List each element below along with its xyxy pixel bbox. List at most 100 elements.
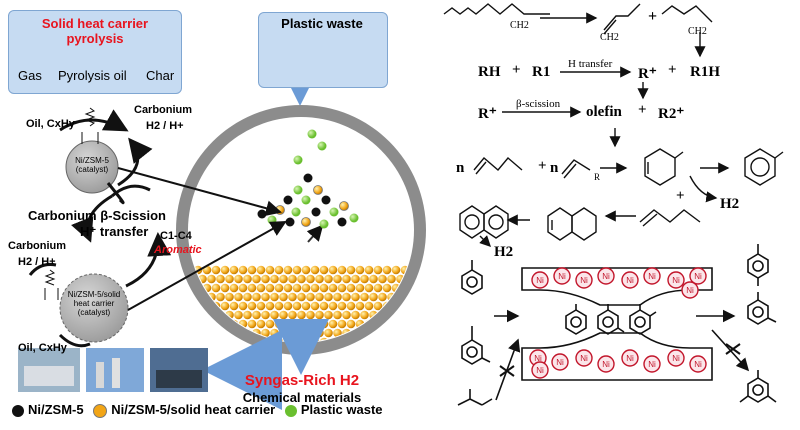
product-char: Char [146,68,175,83]
heat-carrier-particle [288,328,297,338]
heat-carrier-particle [176,338,185,347]
heat-carrier-particle [193,337,203,342]
heat-carrier-particle [283,319,293,329]
heat-carrier-particle [315,274,324,284]
mech-ch2-b: CH2 [600,32,619,43]
mech-rplus: R⁺ [638,66,657,82]
heat-carrier-particle [225,292,234,302]
heat-carrier-particle [202,319,212,329]
heat-carrier-particle [391,337,401,342]
heat-carrier-particle [297,292,306,302]
plastic-particle [267,215,277,225]
ni-site: Ni [621,349,639,367]
mech-r-label: R [594,172,601,182]
catalyst-particle [283,195,293,205]
heat-carrier-particle [369,274,378,284]
heat-carrier-particle [423,275,432,284]
cycle-bottom-htransfer: H⁺ transfer [80,224,149,239]
heat-carrier-particle [324,274,333,284]
heat-carrier-particle [229,301,239,311]
heat-carrier-particle [202,337,212,342]
heat-carrier-particle [198,328,207,338]
heat-carrier-particle [274,319,284,329]
carrier-particle [301,217,311,227]
heat-carrier-particle [238,283,248,293]
heat-carrier-particle [387,328,396,338]
heat-carrier-particle [396,328,405,338]
heat-carrier-particle [378,274,387,284]
ni-label: Ni [648,360,656,369]
heat-carrier-particle [238,301,248,311]
heat-carrier-particle [265,265,275,275]
heat-carrier-particle [247,283,257,293]
heat-carrier-particle [364,301,374,311]
heat-carrier-particle [189,337,194,342]
heat-carrier-particle [310,319,320,329]
ni-site: Ni [621,271,639,289]
cycle-top-oil: Oil, CxHy [26,118,75,130]
catalyst-to-reactor-line [117,167,282,217]
ni-site: Ni [689,355,707,373]
heat-carrier-particle [306,310,315,320]
heat-carrier-particle [270,292,279,302]
heat-carrier-particle [324,310,333,320]
reactor-product-syngas: Syngas-Rich H2 [244,372,360,389]
catalyst-cycle-top [59,107,153,205]
ni-site: Ni [551,353,569,371]
legend-label-ni: Ni/ZSM-5 [28,402,84,417]
heat-carrier-particle [405,328,413,338]
heat-carrier-particle [391,265,401,275]
plastic-particle [307,129,317,139]
heat-carrier-particle [279,292,288,302]
heat-carrier-particle [256,283,266,293]
cycle-bottom-carbonium: Carbonium [8,240,67,252]
product-gas: Gas [18,68,42,83]
legend-label-carrier: Ni/ZSM-5/solid heat carrier [111,402,276,417]
ni-label: Ni [536,276,544,285]
heat-carrier-particle [382,337,392,342]
heat-carrier-particle [319,319,329,329]
cycle-top-catalyst: Ni/ZSM-5 (catalyst) [75,156,109,174]
plastic-particle [319,219,329,229]
heat-carrier-particle [333,292,342,302]
heat-carrier-particle [337,301,347,311]
mechanism-scheme [443,3,784,247]
plastic-particle [329,207,339,217]
heat-carrier-particle [274,265,284,275]
cycle-bottom-c1c4: C1-C4 [160,230,192,242]
heat-carrier-particle [261,274,270,284]
heat-carrier-particle [292,283,302,293]
legend-swatch-plastic [284,404,297,417]
heat-carrier-particle [211,283,221,293]
heat-carrier-particle [211,337,221,342]
heat-carrier-particle [360,292,369,302]
heat-carrier-particle [328,301,338,311]
ni-site: Ni [531,271,549,289]
ni-label: Ni [694,360,702,369]
heat-carrier-particle [270,328,279,338]
legend-swatch-carrier [93,403,108,418]
heat-carrier-particle [355,265,365,275]
heat-carrier-particle [270,274,279,284]
heat-carrier-particle [252,310,261,320]
cycle-bottom-scission: Carbonium β-Scission [28,208,166,223]
mech-rplus2: R⁺ [478,106,497,122]
heat-carrier-particle [198,310,207,320]
heat-carrier-particle [409,337,413,342]
plastic-particle [291,207,301,217]
plastic-particle [349,213,359,223]
heat-carrier-particle [176,284,185,293]
carrier-particle [339,201,349,211]
heat-carrier-particle [319,301,329,311]
heat-carrier-particle [243,292,252,302]
ni-label: Ni [602,272,610,281]
heat-carrier-particle [247,301,257,311]
heat-carrier-particle [301,265,311,275]
heat-carrier-particle [373,301,383,311]
ni-label: Ni [694,272,702,281]
heat-carrier-particle [220,337,230,342]
ni-site: Ni [643,355,661,373]
heat-carrier-particle [319,265,329,275]
heat-carrier-particle [274,301,284,311]
